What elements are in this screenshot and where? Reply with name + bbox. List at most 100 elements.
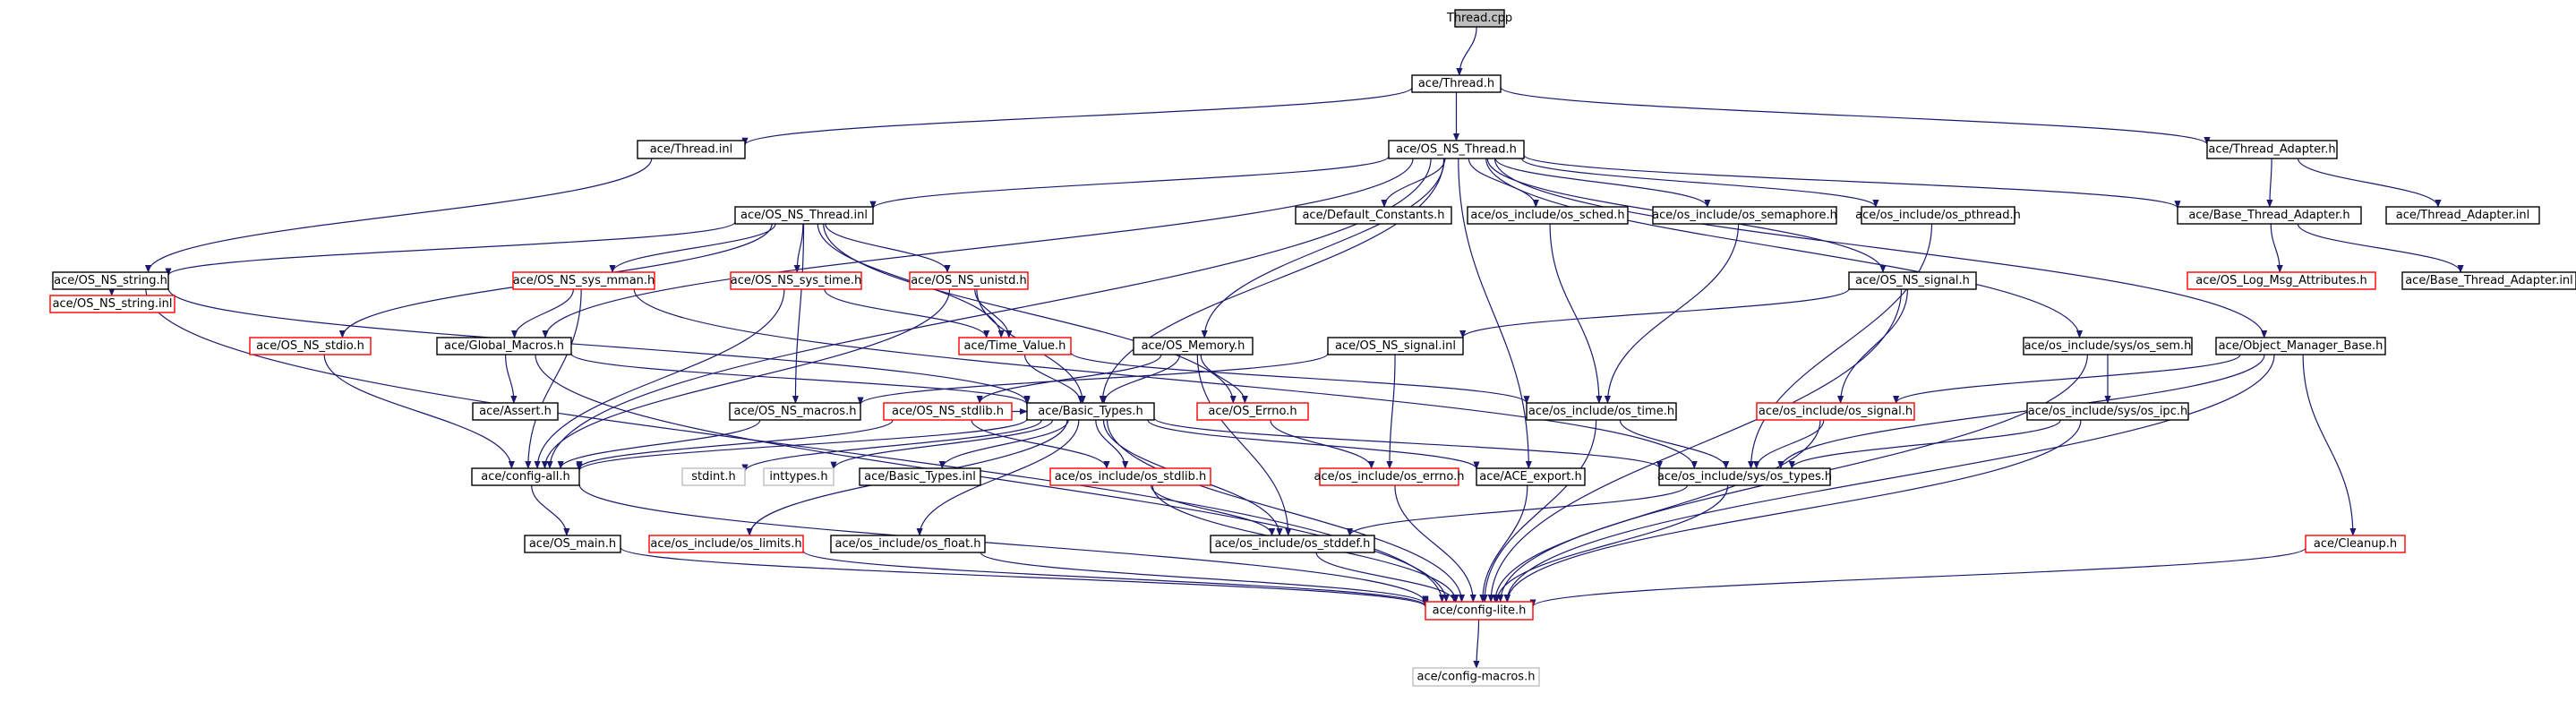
include-edge-os_ns_sys_mman-to-config_all	[525, 288, 582, 469]
edge-line	[1479, 484, 1528, 603]
node-config-macros[interactable]: ace/config-macros.h	[1412, 667, 1540, 687]
edge-line	[825, 223, 951, 273]
include-edge-os_stdlib_h-to-os_stddef	[1150, 484, 1276, 536]
edge-line	[1753, 419, 1825, 469]
node-os-pthread[interactable]: ace/os_include/os_pthread.h	[1855, 206, 2021, 225]
node-box	[1049, 467, 1211, 486]
node-label: ace/Object_Manager_Base.h	[2219, 339, 2383, 353]
node-os-float[interactable]: ace/os_include/os_float.h	[830, 535, 986, 553]
node-box	[1319, 467, 1459, 486]
include-edge-os_ns_macros-to-config_all	[557, 419, 761, 469]
include-edge-os_limits-to-config_lite	[802, 550, 1429, 607]
edge-line	[792, 223, 805, 404]
include-edge-base_thread_adapter_h-to-os_log_msg_attr	[2270, 223, 2283, 273]
node-default-constants[interactable]: ace/Default_Constants.h	[1295, 206, 1452, 225]
node-box	[1756, 402, 1915, 421]
edge-line	[1100, 354, 1181, 404]
node-box	[436, 337, 572, 355]
node-stdint-h[interactable]: stdint.h	[681, 467, 746, 486]
node-thread-adapter-h[interactable]: ace/Thread_Adapter.h	[2206, 140, 2338, 159]
node-os-ns-unistd[interactable]: ace/OS_NS_unistd.h	[909, 271, 1029, 290]
node-os-ns-thread-inl[interactable]: ace/OS_NS_Thread.inl	[734, 206, 874, 225]
node-box	[49, 295, 175, 313]
node-label: ace/os_include/os_sched.h	[1470, 209, 1624, 222]
node-os-memory[interactable]: ace/OS_Memory.h	[1133, 337, 1254, 355]
node-thread-adapter-inl[interactable]: ace/Thread_Adapter.inl	[2385, 206, 2540, 225]
node-os-ns-thread-h[interactable]: ace/OS_NS_Thread.h	[1388, 140, 1525, 159]
node-os-ns-sys-mman[interactable]: ace/OS_NS_sys_mman.h	[512, 271, 655, 290]
include-edge-object_manager_base-to-config_lite	[1503, 354, 2275, 603]
include-edge-os_ns_unistd-to-config_all	[541, 288, 951, 469]
node-os-ns-macros[interactable]: ace/OS_NS_macros.h	[729, 402, 861, 421]
include-edge-os_ns_thread_inl-to-os_ns_unistd	[825, 223, 951, 273]
edge-line	[1200, 354, 1248, 404]
node-cleanup-h[interactable]: ace/Cleanup.h	[2305, 535, 2406, 553]
node-box	[2026, 402, 2189, 421]
edge-line	[2297, 223, 2464, 273]
node-os-time-h[interactable]: ace/os_include/os_time.h	[1526, 402, 1677, 421]
node-os-main[interactable]: ace/OS_main.h	[524, 535, 621, 553]
node-sys-os-types[interactable]: ace/os_include/sys/os_types.h	[1657, 467, 1832, 486]
node-ace-thread-inl[interactable]: ace/Thread.inl	[637, 140, 746, 159]
node-basic-types-inl[interactable]: ace/Basic_Types.inl	[859, 467, 981, 486]
node-inttypes-h[interactable]: inttypes.h	[763, 467, 834, 486]
include-edge-os_ns_thread_h-to-os_semaphore	[1494, 158, 1711, 208]
node-os-ns-signal-h[interactable]: ace/OS_NS_signal.h	[1848, 271, 1977, 290]
node-os-signal-h[interactable]: ace/os_include/os_signal.h	[1756, 402, 1915, 421]
node-label: ace/Basic_Types.inl	[864, 470, 976, 484]
node-base-thread-adapter-h[interactable]: ace/Base_Thread_Adapter.h	[2177, 206, 2362, 225]
node-ace-export[interactable]: ace/ACE_export.h	[1476, 467, 1586, 486]
node-sys-os-sem[interactable]: ace/os_include/sys/os_sem.h	[2023, 337, 2193, 355]
node-label: ace/OS_main.h	[529, 537, 616, 551]
node-config-lite[interactable]: ace/config-lite.h	[1425, 601, 1534, 621]
edge-line	[541, 288, 951, 469]
node-label: ace/OS_NS_Thread.inl	[740, 209, 868, 222]
node-box	[1476, 467, 1586, 486]
node-os-ns-stdio[interactable]: ace/OS_NS_stdio.h	[249, 337, 372, 355]
node-label: ace/Default_Constants.h	[1302, 209, 1444, 222]
include-edge-os_ns_unistd-to-time_value	[974, 288, 1013, 338]
node-label: ace/Base_Thread_Adapter.h	[2188, 209, 2349, 222]
edge-line	[531, 484, 570, 536]
node-os-errno-h[interactable]: ace/OS_Errno.h	[1196, 402, 1309, 421]
node-box	[1467, 206, 1629, 225]
node-os-log-msg-attr[interactable]: ace/OS_Log_Msg_Attributes.h	[2187, 271, 2376, 290]
node-os-stddef[interactable]: ace/os_include/os_stddef.h	[1210, 535, 1375, 553]
node-assert-h[interactable]: ace/Assert.h	[472, 402, 559, 421]
edge-line	[535, 354, 1450, 603]
node-os-semaphore[interactable]: ace/os_include/os_semaphore.h	[1652, 206, 1837, 225]
include-edge-os_ns_sys_mman-to-sys_os_types	[633, 288, 1698, 469]
edge-line	[793, 223, 804, 273]
node-global-macros[interactable]: ace/Global_Macros.h	[436, 337, 572, 355]
node-base-thread-adapter-inl[interactable]: ace/Base_Thread_Adapter.inl	[2401, 271, 2576, 290]
node-os-ns-signal-inl[interactable]: ace/OS_NS_signal.inl	[1327, 337, 1464, 355]
include-edge-os_ns_thread_h-to-os_pthread	[1521, 158, 1879, 208]
node-os-errno-inc[interactable]: ace/os_include/os_errno.h	[1314, 467, 1465, 486]
edge-line	[1150, 484, 1276, 536]
include-edge-os_errno_inc-to-config_lite	[1394, 484, 1476, 603]
node-os-stdlib-h[interactable]: ace/os_include/os_stdlib.h	[1049, 467, 1211, 486]
node-os-ns-string-h[interactable]: ace/OS_NS_string.h	[52, 271, 169, 290]
node-os-ns-sys-time[interactable]: ace/OS_NS_sys_time.h	[730, 271, 862, 290]
node-box	[1411, 74, 1502, 93]
node-object-manager-base[interactable]: ace/Object_Manager_Base.h	[2215, 337, 2386, 355]
include-edge-object_manager_base-to-cleanup_h	[2302, 354, 2357, 536]
include-edge-os_sched-to-os_time_h	[1549, 223, 1603, 404]
node-basic-types-h[interactable]: ace/Basic_Types.h	[1026, 402, 1155, 421]
node-os-ns-string-inl[interactable]: ace/OS_NS_string.inl	[49, 295, 175, 313]
include-edge-basic_types_h-to-sys_os_types	[1153, 417, 1663, 469]
node-os-ns-stdlib[interactable]: ace/OS_NS_stdlib.h	[883, 402, 1013, 421]
edge-line	[857, 353, 1329, 406]
node-os-limits[interactable]: ace/os_include/os_limits.h	[648, 535, 804, 553]
node-sys-os-ipc[interactable]: ace/os_include/sys/os_ipc.h	[2026, 402, 2189, 421]
node-os-sched[interactable]: ace/os_include/os_sched.h	[1467, 206, 1629, 225]
node-time-value[interactable]: ace/Time_Value.h	[958, 337, 1072, 355]
include-edge-os_memory-to-os_errno_h	[1200, 354, 1248, 404]
node-ace-thread-h[interactable]: ace/Thread.h	[1411, 74, 1502, 93]
include-edge-os_ns_string_h-to-basic_types_h	[167, 287, 1031, 404]
node-label: ace/OS_NS_signal.inl	[1335, 339, 1456, 353]
edge-line	[1023, 354, 1084, 404]
include-edge-os_errno_h-to-os_errno_inc	[1270, 419, 1375, 469]
node-config-all[interactable]: ace/config-all.h	[471, 467, 580, 486]
include-edge-os_ns_sys_time-to-time_value	[824, 288, 990, 338]
